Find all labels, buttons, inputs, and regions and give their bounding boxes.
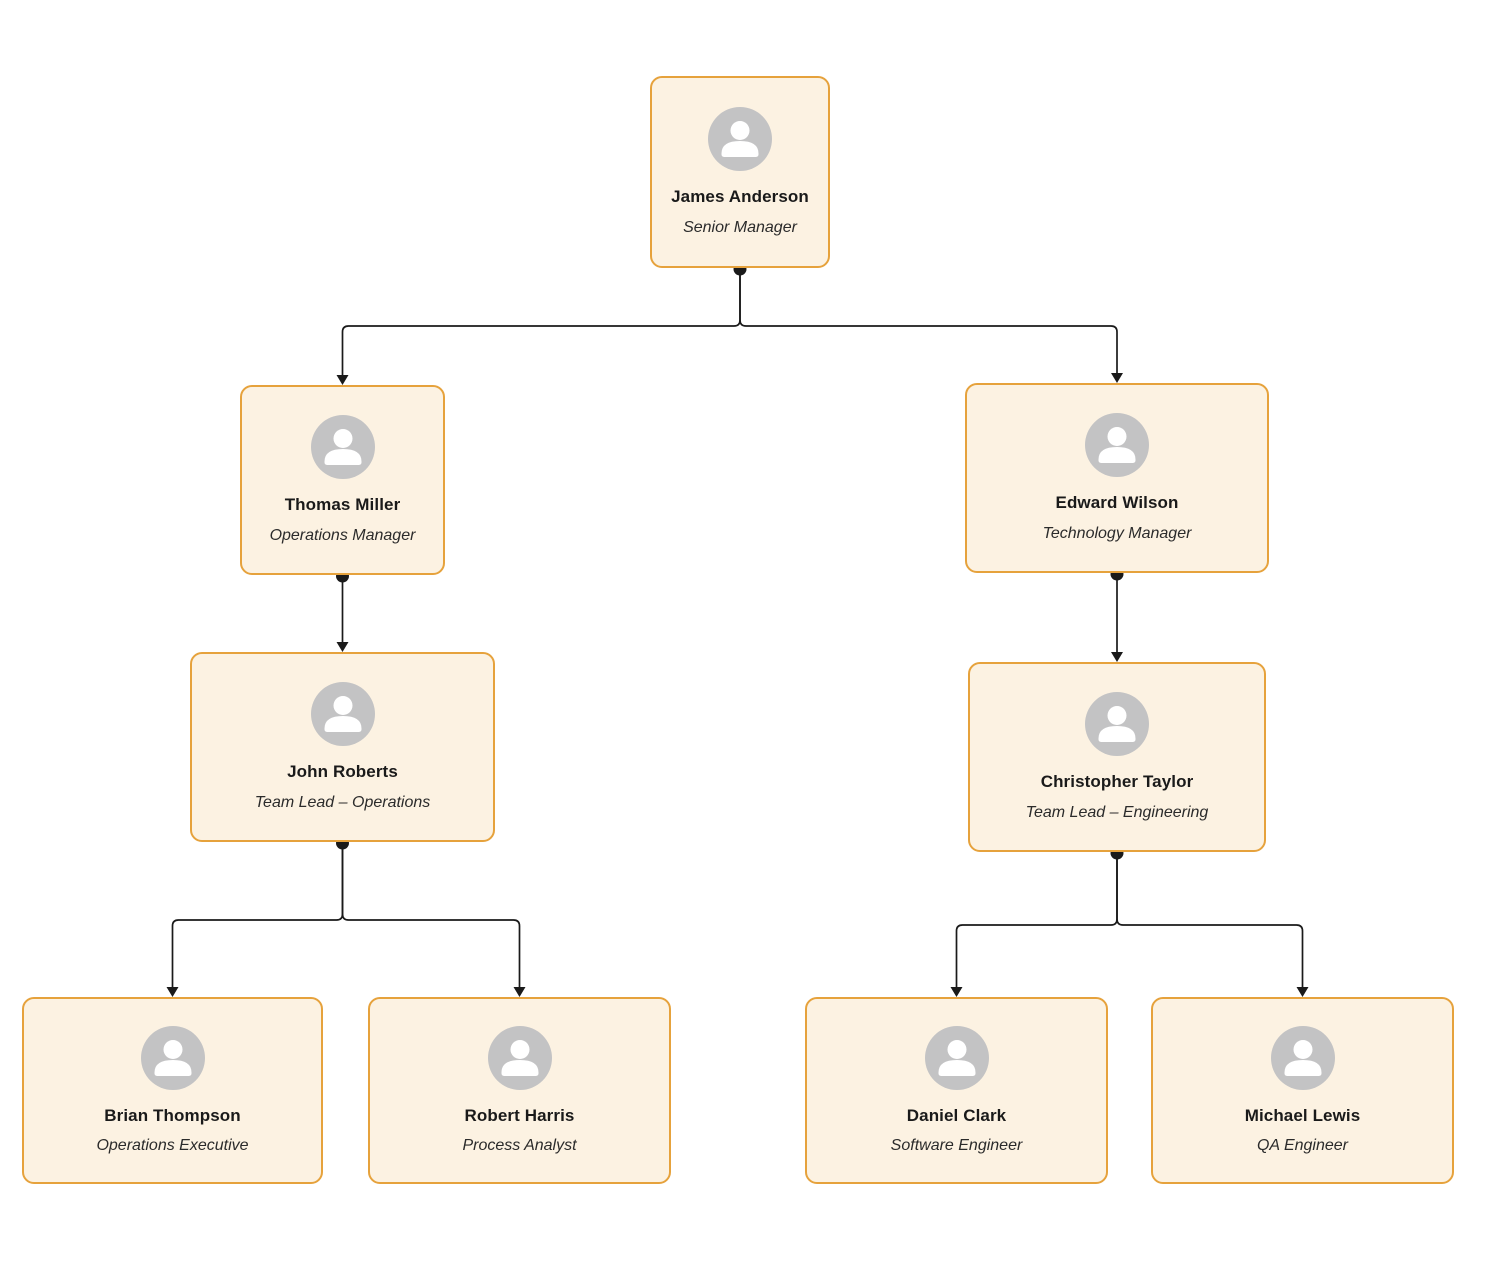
node-name: John Roberts: [287, 762, 398, 782]
node-name: Daniel Clark: [906, 1105, 1007, 1125]
person-avatar-icon: [310, 682, 375, 747]
node-name: Michael Lewis: [1244, 1105, 1361, 1125]
person-avatar-icon: [1270, 1025, 1335, 1090]
arrowhead-icon: [166, 987, 179, 997]
arrowhead-icon: [513, 987, 526, 997]
node-name: Thomas Miller: [284, 495, 401, 515]
arrowhead-icon: [1296, 987, 1309, 997]
org-node-michael-lewis[interactable]: Michael Lewis QA Engineer: [1151, 997, 1454, 1184]
person-avatar-icon: [487, 1025, 552, 1090]
edge-john-roberts--robert-harris: [341, 842, 521, 988]
node-title: Technology Manager: [1042, 524, 1192, 542]
arrowhead-icon: [1111, 652, 1123, 662]
node-title: QA Engineer: [1256, 1137, 1348, 1155]
node-title: Software Engineer: [890, 1137, 1023, 1155]
edge-christopher-taylor--michael-lewis: [1116, 852, 1304, 988]
node-name: Brian Thompson: [104, 1105, 241, 1125]
person-avatar-icon: [1085, 413, 1149, 478]
node-title: Operations Manager: [269, 526, 416, 544]
node-name: James Anderson: [671, 187, 809, 207]
person-avatar-icon: [310, 415, 375, 480]
arrowhead-icon: [1111, 373, 1123, 383]
person-avatar-icon: [140, 1025, 205, 1090]
node-title: Team Lead – Operations: [254, 793, 431, 811]
node-title: Operations Executive: [96, 1137, 249, 1155]
person-avatar-icon: [1085, 692, 1149, 757]
node-title: Senior Manager: [683, 218, 797, 236]
arrowhead-icon: [336, 642, 349, 652]
person-avatar-icon: [708, 107, 772, 172]
edge-james-anderson--edward-wilson: [739, 268, 1118, 374]
edge-james-anderson--thomas-miller: [341, 268, 741, 376]
arrowhead-icon: [336, 375, 349, 385]
person-avatar-icon: [924, 1025, 989, 1090]
arrowhead-icon: [950, 987, 963, 997]
node-title: Team Lead – Engineering: [1025, 803, 1209, 821]
edge-john-roberts--brian-thompson: [171, 842, 344, 988]
node-name: Edward Wilson: [1055, 493, 1179, 513]
edge-christopher-taylor--daniel-clark: [955, 852, 1118, 988]
node-title: Process Analyst: [462, 1137, 577, 1155]
node-name: Christopher Taylor: [1040, 772, 1194, 792]
node-name: Robert Harris: [464, 1105, 575, 1125]
